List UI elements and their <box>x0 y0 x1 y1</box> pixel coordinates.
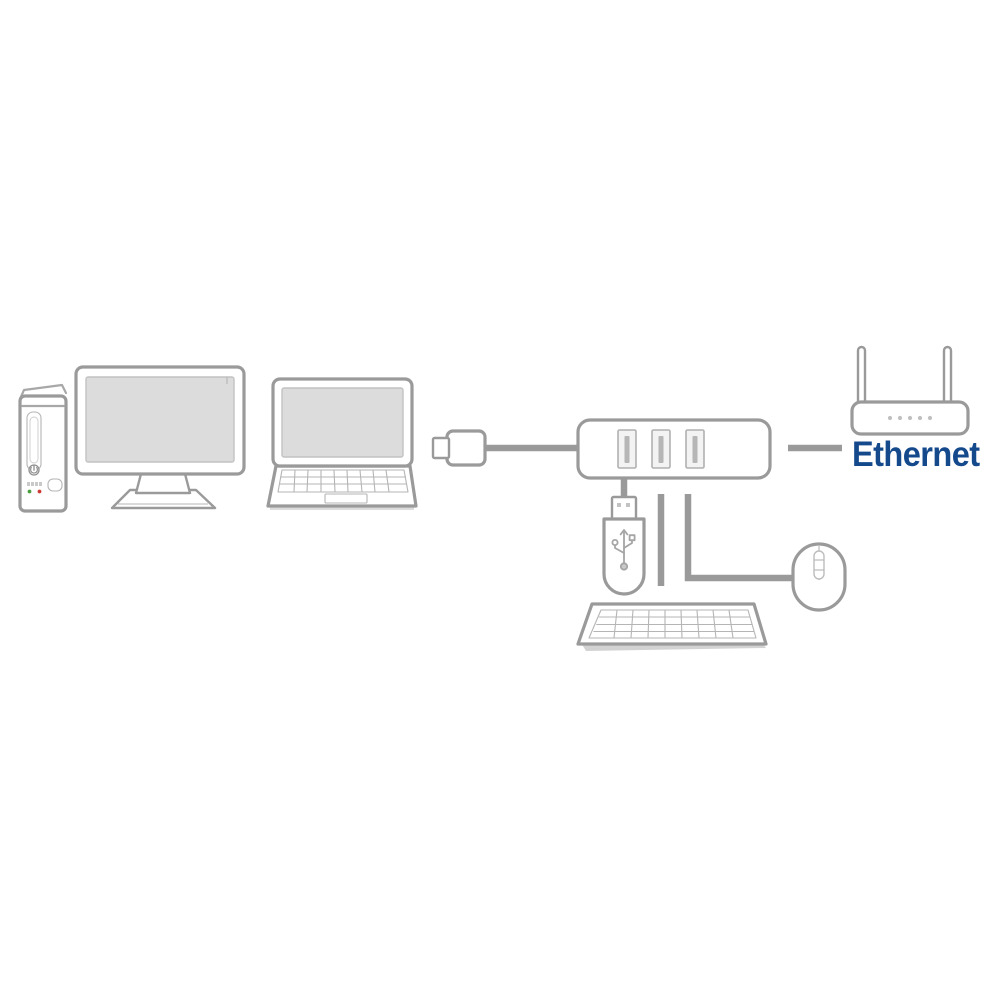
ethernet-label: Ethernet <box>852 435 980 474</box>
keyboard-keys-icon <box>593 609 754 639</box>
power-button-icon <box>28 464 40 476</box>
front-ports-icon <box>27 482 42 486</box>
usb-port-3-icon <box>685 429 705 469</box>
router-antenna-right-icon <box>942 345 953 411</box>
desktop-tower-icon <box>18 383 68 513</box>
router-antenna-left-icon <box>856 345 867 411</box>
led-green-icon <box>27 489 32 494</box>
laptop-icon <box>266 377 418 510</box>
monitor-icon <box>74 365 246 510</box>
usb-hub-icon <box>576 418 772 480</box>
mouse-scroll-wheel-icon <box>813 550 825 580</box>
usb-connector-icon <box>431 429 578 467</box>
led-red-icon <box>37 489 42 494</box>
keyboard-icon <box>576 602 768 651</box>
laptop-keyboard-icon <box>277 469 409 493</box>
wifi-router-icon <box>850 345 970 436</box>
laptop-trackpad-icon <box>324 493 368 504</box>
usb-port-2-icon <box>651 429 671 469</box>
usb-trident-icon <box>611 529 636 571</box>
router-leds-icon <box>887 415 933 421</box>
mouse-icon <box>791 542 847 612</box>
usb-port-1-icon <box>617 429 637 469</box>
usb-flash-drive-icon <box>602 495 646 596</box>
cable-to-mouse <box>684 494 793 582</box>
